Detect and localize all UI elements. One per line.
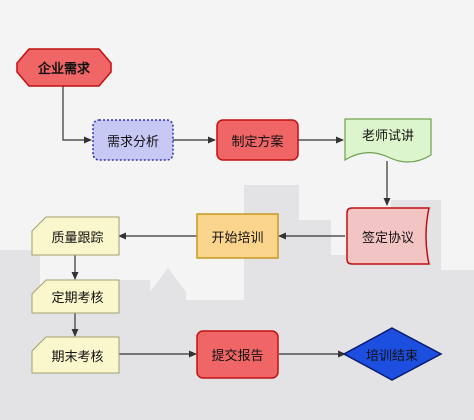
node-training-end	[342, 327, 443, 381]
node-make-plan	[216, 119, 299, 161]
node-enterprise-demand	[16, 48, 112, 87]
node-quality-tracking	[31, 216, 120, 256]
node-demand-analysis	[92, 119, 174, 161]
node-periodic-assessment	[31, 279, 120, 314]
node-submit-report	[196, 330, 279, 379]
arrow-demand-to-analysis	[62, 86, 92, 144]
node-sign-agreement	[346, 207, 430, 265]
node-teacher-trial	[344, 118, 432, 163]
node-final-assessment	[31, 336, 120, 374]
node-start-training	[196, 213, 279, 259]
